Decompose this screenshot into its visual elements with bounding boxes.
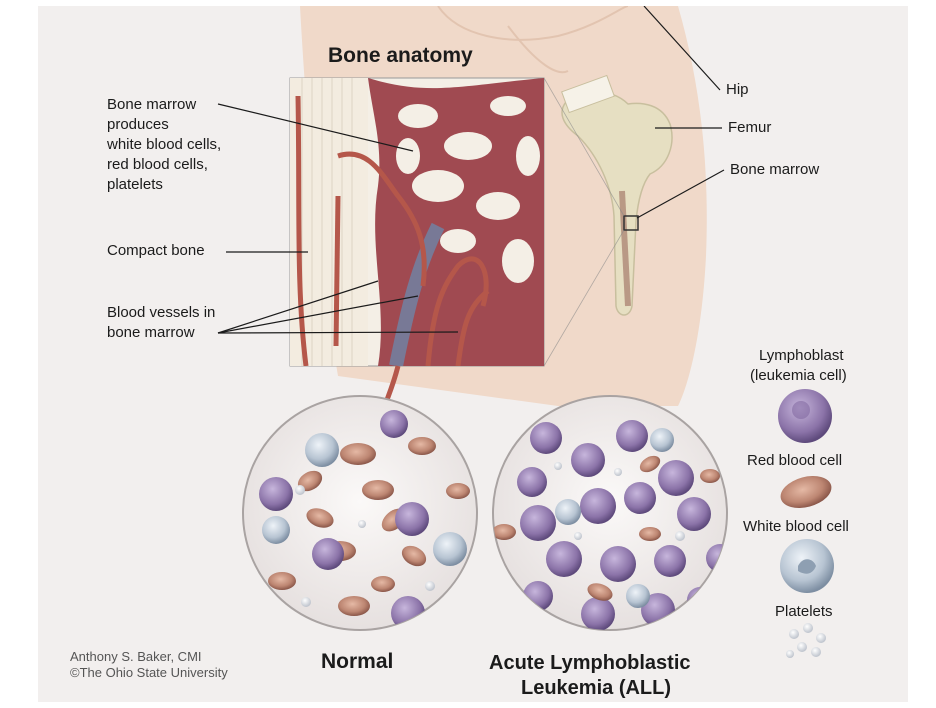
red-blood-cell-icon	[777, 471, 835, 513]
credit-author: Anthony S. Baker, CMI	[70, 649, 202, 665]
caption-all-line2: Leukemia (ALL)	[521, 677, 671, 700]
legend-platelets: Platelets	[775, 602, 833, 622]
illustration-panel: Bone anatomy Bone marrow produces white …	[38, 6, 908, 702]
caption-all-line1: Acute Lymphoblastic	[489, 652, 691, 675]
label-marrow-line2: produces	[107, 115, 169, 135]
label-blood-vessels-line2: bone marrow	[107, 323, 195, 343]
label-hip: Hip	[726, 80, 749, 100]
credit-copyright: ©The Ohio State University	[70, 665, 228, 681]
legend-red-blood-cell: Red blood cell	[747, 451, 842, 471]
all-blood-circle	[492, 396, 734, 631]
label-bone-marrow: Bone marrow	[730, 160, 819, 180]
legend-lymphoblast-line2: (leukemia cell)	[750, 366, 847, 386]
normal-blood-circle	[243, 396, 477, 630]
label-marrow-line5: platelets	[107, 175, 163, 195]
platelets-icon	[786, 623, 826, 658]
legend-lymphoblast-line1: Lymphoblast	[759, 346, 844, 366]
label-marrow-line1: Bone marrow	[107, 95, 196, 115]
label-marrow-line3: white blood cells,	[107, 135, 221, 155]
label-femur: Femur	[728, 118, 771, 138]
label-compact-bone: Compact bone	[107, 241, 205, 261]
caption-normal: Normal	[321, 650, 393, 674]
legend-white-blood-cell: White blood cell	[743, 517, 849, 537]
label-marrow-line4: red blood cells,	[107, 155, 208, 175]
bone-anatomy-inset	[290, 78, 544, 366]
label-blood-vessels-line1: Blood vessels in	[107, 303, 215, 323]
diagram-title: Bone anatomy	[328, 44, 473, 68]
